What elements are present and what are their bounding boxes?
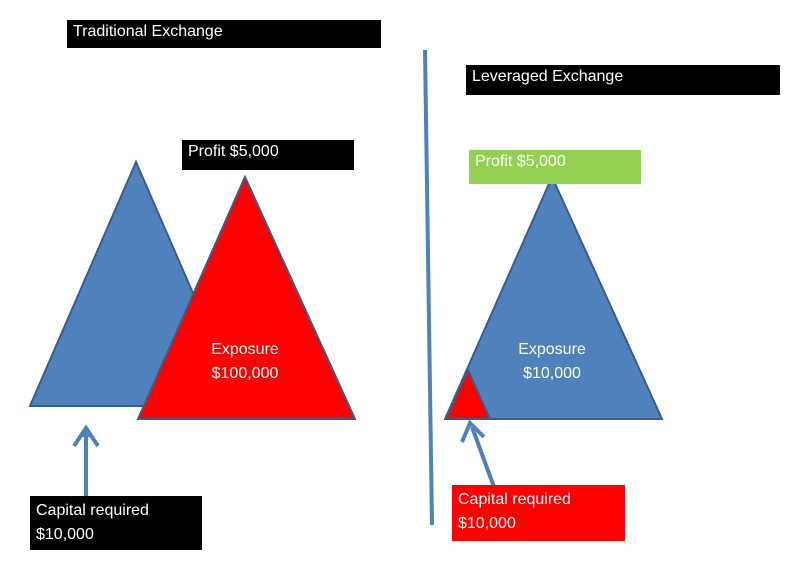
leveraged-title-text: Leveraged Exchange: [472, 68, 624, 85]
divider-line: [423, 49, 434, 526]
traditional-capital-value: $10,000: [36, 526, 94, 543]
leveraged-capital-value: $10,000: [458, 515, 516, 532]
leveraged-arrow-head-icon: [460, 419, 486, 443]
traditional-arrow-head-icon: [72, 424, 100, 448]
leveraged-profit-label: Profit $5,000: [469, 150, 641, 184]
traditional-exposure-value: $100,000: [212, 365, 279, 382]
leveraged-capital-box: Capital required $10,000: [452, 485, 625, 541]
traditional-capital-label: Capital required: [36, 502, 149, 519]
leveraged-exposure-value: $10,000: [523, 365, 581, 382]
traditional-profit-label: Profit $5,000: [182, 140, 354, 170]
traditional-exposure-triangle: [136, 174, 357, 420]
leveraged-capital-arrow: [470, 426, 496, 488]
leveraged-capital-triangle: [444, 367, 492, 420]
leveraged-capital-label: Capital required: [458, 491, 571, 508]
traditional-capital-box: Capital required $10,000: [30, 496, 202, 550]
leveraged-profit-text: Profit $5,000: [475, 153, 566, 170]
leveraged-exposure-triangle: [443, 174, 664, 420]
traditional-title-text: Traditional Exchange: [73, 23, 223, 40]
traditional-title: Traditional Exchange: [67, 20, 381, 48]
traditional-profit-text: Profit $5,000: [188, 143, 279, 160]
leveraged-title: Leveraged Exchange: [466, 65, 780, 95]
traditional-exposure-label: Exposure: [211, 341, 279, 358]
leveraged-exposure-label: Exposure: [518, 341, 586, 358]
